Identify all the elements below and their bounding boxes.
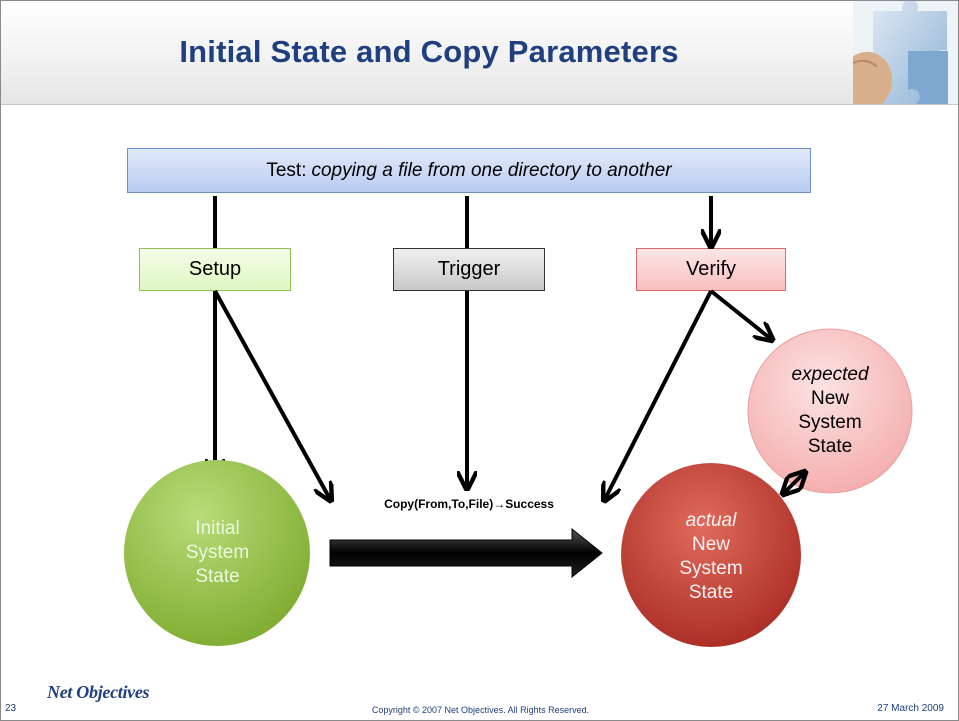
initial-state-label: Initial System State <box>185 518 250 587</box>
net-objectives-logo: Net Objectives <box>47 682 150 702</box>
transition-arrow <box>329 527 603 579</box>
setup-to-copy-arrow <box>213 290 330 499</box>
test-description-box: Test: copying a file from one directory … <box>127 148 811 193</box>
actual-state-circle <box>621 463 801 647</box>
puzzle-hand-image <box>853 1 958 104</box>
setup-box: Setup <box>139 248 291 291</box>
test-label: Test: <box>266 159 307 181</box>
slide-title: Initial State and Copy Parameters <box>179 34 679 69</box>
slide-number: 23 <box>5 703 17 714</box>
slide-header: Initial State and Copy Parameters <box>1 1 958 105</box>
verify-to-actual-arrow <box>605 290 713 499</box>
actual-state-label: actual New System State <box>679 510 743 603</box>
test-description: copying a file from one directory to ano… <box>311 159 672 181</box>
expected-state-label: expected New System State <box>791 364 869 457</box>
verify-to-expected-arrow <box>709 289 771 339</box>
footer-date: 27 March 2009 <box>877 703 944 714</box>
expected-state-circle <box>747 328 913 494</box>
trigger-box: Trigger <box>393 248 545 291</box>
initial-state-circle <box>124 460 310 646</box>
verify-box: Verify <box>636 248 786 291</box>
copyright-text: Copyright © 2007 Net Objectives. All Rig… <box>371 705 590 715</box>
compare-double-arrow <box>784 473 804 493</box>
copy-operation-label: Copy(From,To,File)→Success <box>384 497 554 511</box>
